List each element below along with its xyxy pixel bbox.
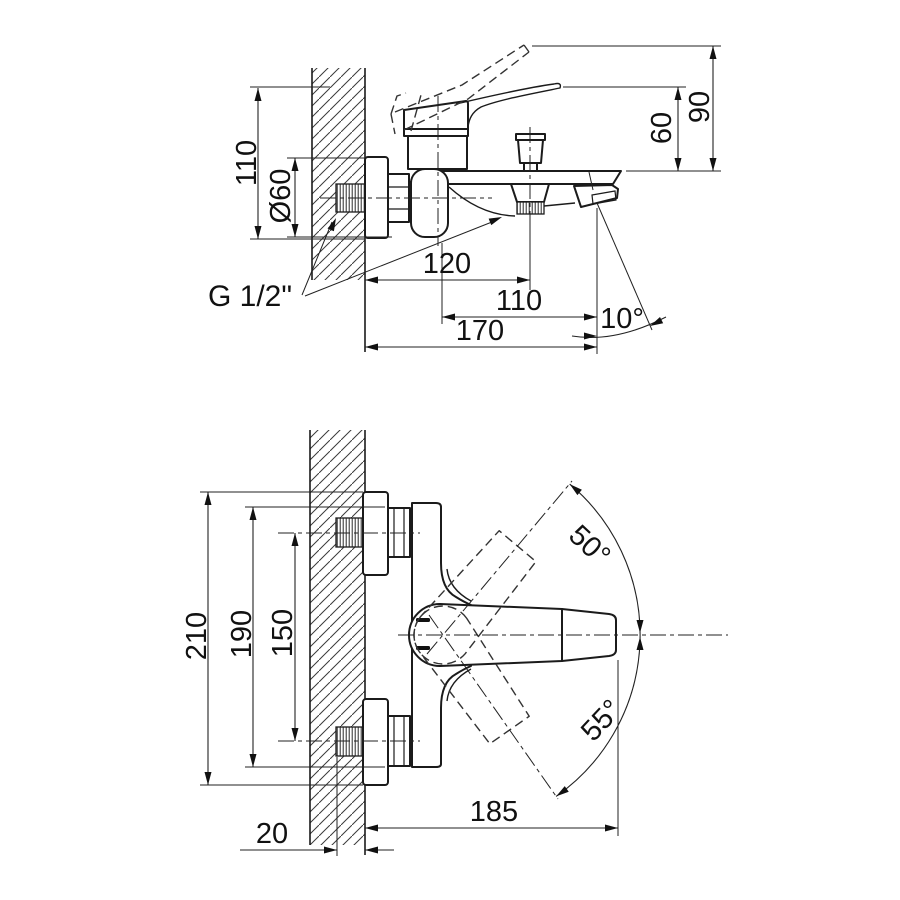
dim-185-label: 185: [470, 796, 518, 828]
dim-110-reach: 110: [442, 285, 597, 321]
dim-210-label: 210: [181, 612, 213, 660]
dim-flange-diameter: Ø60: [265, 158, 299, 237]
dim-110-height-label: 110: [231, 140, 263, 186]
dim-110-height: 110: [231, 88, 263, 239]
handle-lever-raised-phantom: [390, 44, 530, 135]
dim-185-projection: 185: [365, 796, 618, 832]
thread-label: G 1/2": [208, 280, 292, 313]
dim-190-label: 190: [226, 610, 258, 658]
dim-spray-angle: 10°: [571, 202, 667, 340]
dim-210-overall: 210: [181, 492, 213, 785]
handle-phantom-up: [413, 530, 537, 665]
indicator-tick-cold: [416, 646, 430, 650]
thread-callout: G 1/2": [208, 217, 502, 313]
dim-110-reach-label: 110: [496, 285, 542, 317]
wall-hatch: [312, 68, 365, 280]
plan-view: 50° 55° 210 190 150: [181, 430, 728, 856]
valve-body: [410, 168, 449, 238]
dim-90-handle-raised: 90: [684, 46, 717, 171]
dim-120-offset-label: 120: [423, 248, 471, 280]
dim-190-nuts: 190: [226, 507, 258, 767]
dim-170-projection: 170: [365, 315, 597, 351]
dim-60-handle: 60: [646, 87, 682, 171]
dim-flange-diameter-label: Ø60: [265, 169, 297, 224]
dim-150-label: 150: [267, 609, 299, 657]
dim-60-handle-label: 60: [646, 112, 678, 144]
cartridge-ring: [403, 128, 469, 137]
aerator: [573, 171, 619, 208]
handle-phantom-down: [413, 605, 530, 745]
handle-axis-up: [426, 480, 573, 655]
shower-outlet-threads: [516, 201, 545, 215]
dim-20-label: 20: [256, 818, 288, 850]
dim-spray-angle-label: 10°: [600, 303, 644, 335]
dim-150-centers: 150: [267, 533, 299, 741]
flare-inner-top: [446, 568, 472, 602]
flare-inner-bottom: [446, 668, 472, 702]
handle-axis-down: [428, 614, 559, 800]
dim-120-offset: 120: [365, 248, 530, 284]
underside-segment: [543, 202, 576, 207]
side-view: 110 Ø60 60 90 120: [208, 44, 721, 354]
dim-swing-down-label: 55°: [575, 694, 628, 748]
spout-underside: [448, 186, 516, 217]
dim-170-projection-label: 170: [456, 315, 504, 347]
dim-20-wall: 20: [240, 818, 394, 854]
handle-lever: [455, 82, 562, 128]
escutcheon-bottom: [362, 698, 389, 786]
dim-90-handle-raised-label: 90: [684, 91, 716, 123]
